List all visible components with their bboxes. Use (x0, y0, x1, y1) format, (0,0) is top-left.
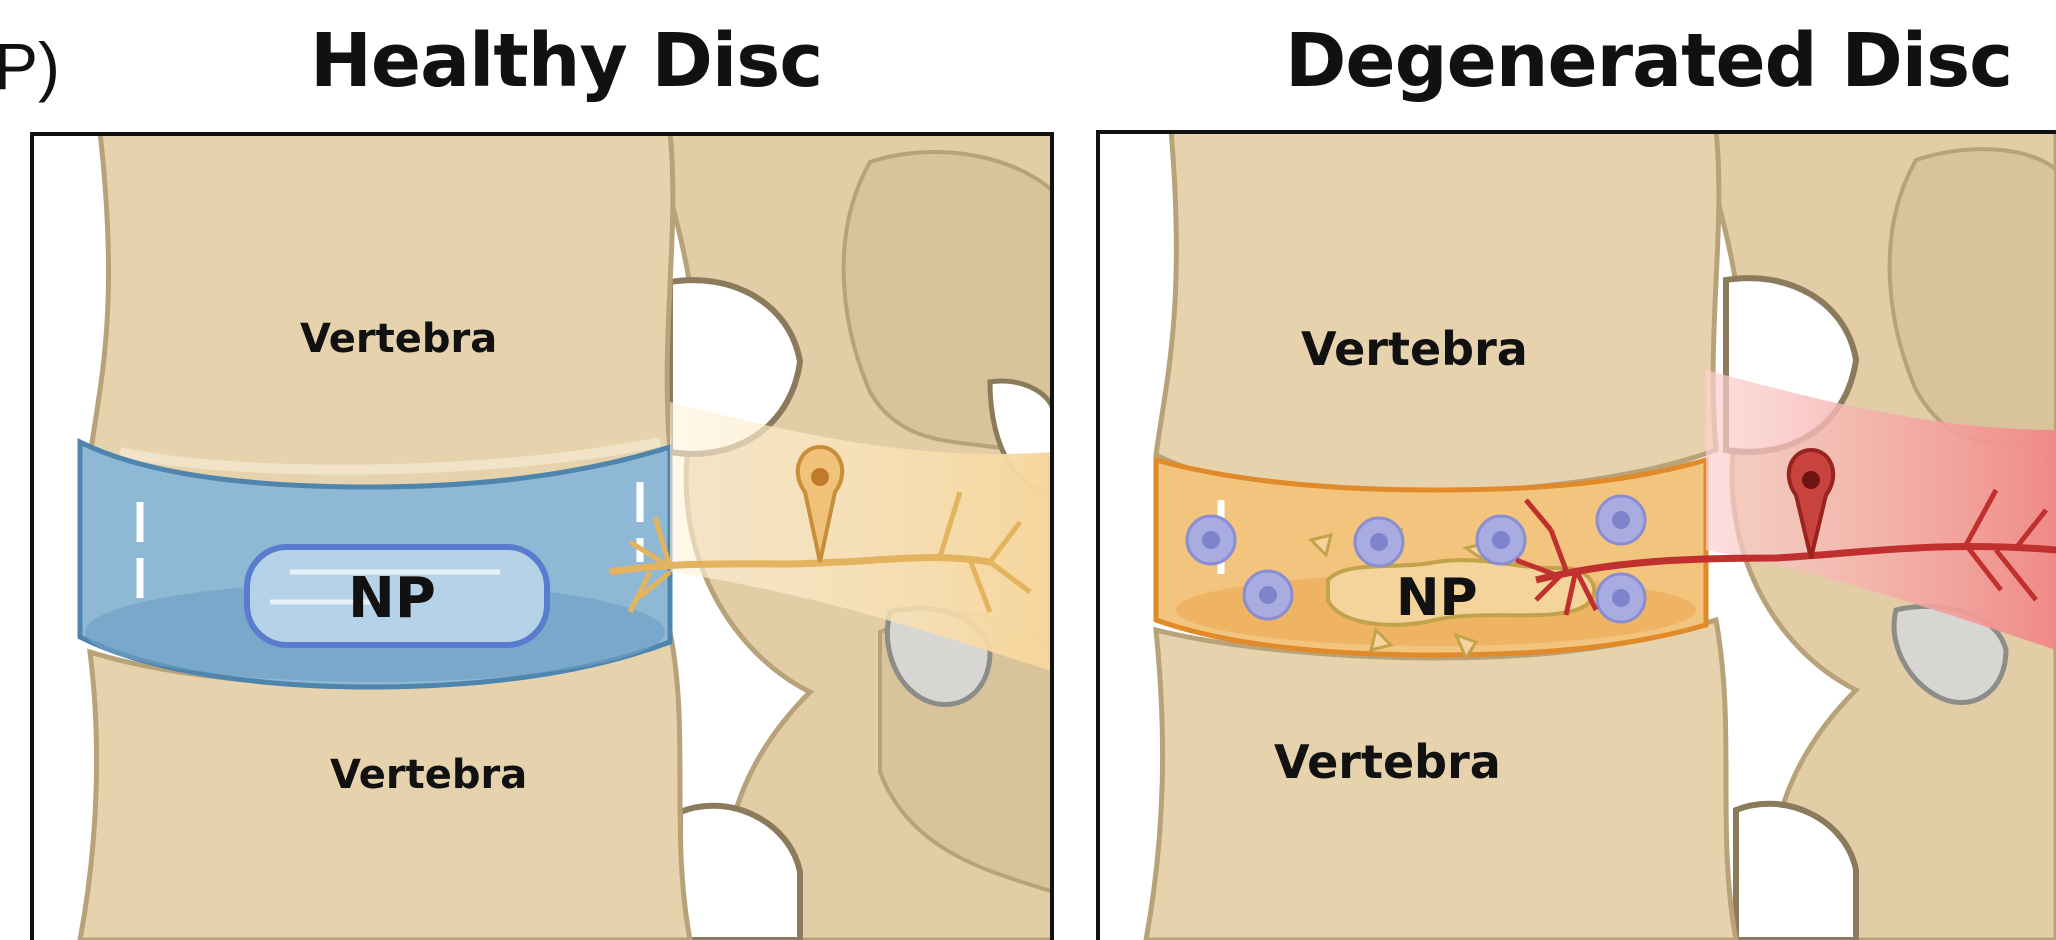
healthy-disc-title: Healthy Disc (310, 18, 822, 104)
panel-letter: P) (0, 28, 60, 104)
degenerated-lower-vertebra-label: Vertebra (1274, 735, 1501, 789)
healthy-disc-illustration: Vertebra Vertebra NP (30, 132, 1054, 940)
degenerated-upper-vertebra (1156, 130, 1719, 495)
degenerated-np-label: NP (1396, 568, 1478, 628)
healthy-lower-vertebra-label: Vertebra (330, 752, 527, 798)
healthy-upper-vertebra-label: Vertebra (300, 316, 497, 362)
healthy-np-label: NP (348, 566, 436, 631)
degenerated-upper-vertebra-label: Vertebra (1301, 322, 1528, 376)
degenerated-disc-title: Degenerated Disc (1285, 18, 2012, 104)
degenerated-disc-illustration: Vertebra Vertebra NP (1096, 130, 2056, 940)
